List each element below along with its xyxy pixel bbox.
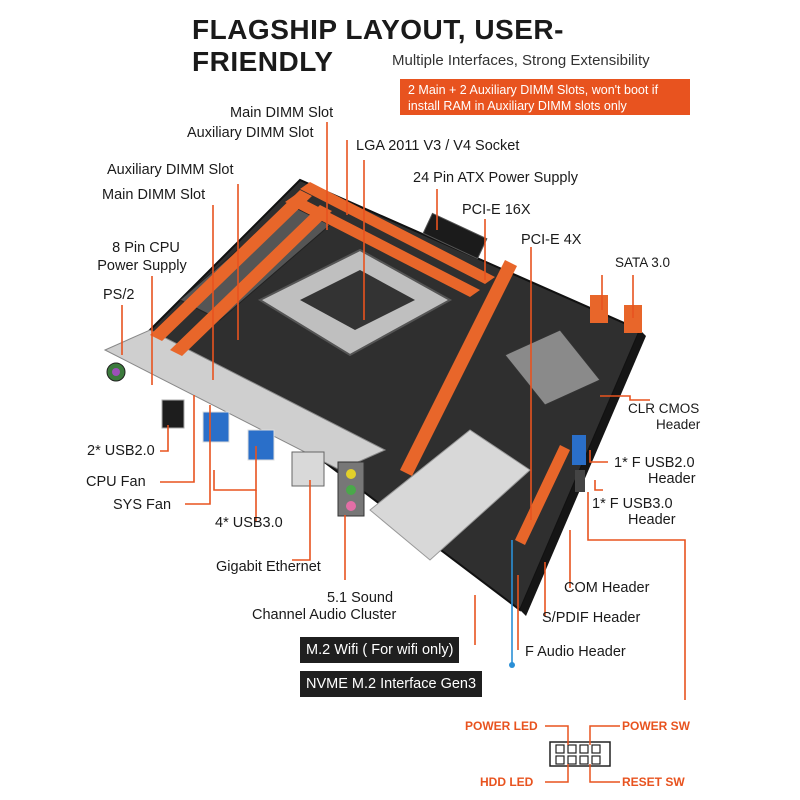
sata-port-b [624, 305, 642, 333]
label-f-usb2-line2: Header [648, 471, 696, 487]
label-f-usb3-line1: 1* F USB3.0 [592, 496, 673, 512]
pcie-x16-slot [400, 260, 517, 476]
f-usb3-header [575, 470, 585, 492]
label-cpu-fan: CPU Fan [86, 474, 146, 490]
label-aux-dimm-top: Auxiliary DIMM Slot [187, 125, 314, 141]
label-sata: SATA 3.0 [615, 255, 671, 270]
label-pcie16: PCI-E 16X [462, 202, 531, 218]
label-clr-cmos-line2: Header [656, 417, 701, 432]
label-atx-power: 24 Pin ATX Power Supply [413, 170, 578, 186]
label-com-header: COM Header [564, 580, 650, 596]
pcie-x4-slot [515, 445, 570, 545]
dimm-slot-left-2 [170, 205, 332, 356]
label-f-usb3-line2: Header [628, 512, 676, 528]
usb2-ports [161, 399, 185, 429]
dimm-slot-top-2 [300, 182, 495, 284]
page-title: FLAGSHIP LAYOUT, USER- FRIENDLY [192, 14, 564, 77]
label-aux-dimm-left: Auxiliary DIMM Slot [107, 162, 234, 178]
label-ethernet: Gigabit Ethernet [216, 559, 321, 575]
f-usb2-header [572, 435, 586, 465]
atx-24pin-connector [422, 212, 488, 260]
label-f-audio-header: F Audio Header [525, 644, 626, 660]
leader-lines [121, 122, 686, 700]
label-cpu-power-line2: Power Supply [97, 258, 187, 274]
usb3-port-a [202, 411, 230, 443]
label-f-usb2-line1: 1* F USB2.0 [614, 455, 695, 471]
dimm-notice-banner: 2 Main + 2 Auxiliary DIMM Slots, won't b… [400, 79, 690, 115]
label-usb3: 4* USB3.0 [215, 515, 283, 531]
ethernet-port [291, 451, 325, 487]
label-pcie4: PCI-E 4X [521, 232, 582, 248]
dimm-slot-top-1 [285, 195, 480, 297]
m2-heatsink [369, 429, 531, 561]
label-clr-cmos-line1: CLR CMOS [628, 401, 700, 416]
pinout-reset-sw: RESET SW [622, 775, 685, 789]
usb3-port-b [247, 429, 275, 461]
label-sys-fan: SYS Fan [113, 497, 172, 513]
label-cpu-power-line1: 8 Pin CPU [112, 240, 180, 256]
dimm-slot-left-1 [150, 190, 312, 341]
sata-port-a [590, 295, 608, 323]
label-sound-line1: 5.1 Sound [326, 590, 394, 606]
front-panel-pinout [545, 725, 620, 783]
pinout-power-led: POWER LED [465, 719, 538, 733]
page-subtitle: Multiple Interfaces, Strong Extensibilit… [392, 52, 650, 69]
label-spdif-header: S/PDIF Header [542, 610, 641, 626]
pinout-hdd-led: HDD LED [480, 775, 534, 789]
pinout-power-sw: POWER SW [622, 719, 690, 733]
label-ps2: PS/2 [103, 287, 135, 303]
label-nvme-m2: NVME M.2 Interface Gen3 [300, 671, 483, 697]
label-m2-wifi: M.2 Wifi ( For wifi only) [300, 637, 460, 663]
label-usb2: 2* USB2.0 [87, 443, 155, 459]
label-main-dimm-top: Main DIMM Slot [230, 105, 334, 121]
cpu-socket-cover [300, 270, 415, 330]
label-sound-line2: Channel Audio Cluster [252, 607, 397, 623]
label-main-dimm-left: Main DIMM Slot [102, 187, 206, 203]
label-lga-socket: LGA 2011 V3 / V4 Socket [356, 138, 520, 154]
